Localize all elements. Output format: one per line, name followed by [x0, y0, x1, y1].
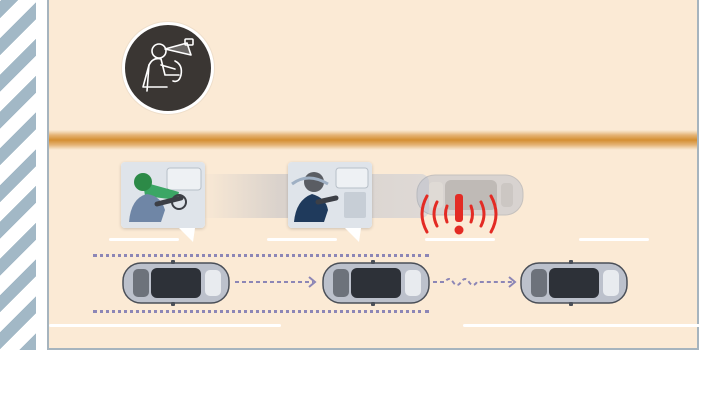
trajectory-arrow-2 — [433, 276, 517, 288]
lane-marking — [109, 238, 179, 241]
ghost-car — [416, 174, 524, 216]
lane-marking — [579, 238, 649, 241]
hazard-stripe-band — [0, 0, 36, 350]
path-boundary-upper — [93, 254, 429, 257]
lane-marking — [267, 238, 337, 241]
road-scene-panel — [47, 0, 701, 350]
exclamation-alert-icon — [420, 194, 498, 235]
lane-marking — [49, 324, 281, 327]
driver-monitor-badge — [122, 22, 214, 114]
lane-marking — [425, 238, 495, 241]
trajectory-arrow-1 — [235, 276, 317, 288]
lane-marking — [463, 324, 701, 327]
vignette-pointer — [179, 228, 195, 242]
ego-car-warning — [322, 260, 430, 306]
ego-car-driving — [122, 260, 230, 306]
path-boundary-lower — [93, 310, 429, 313]
vignette-pointer — [345, 228, 361, 242]
guardrail-barrier — [49, 130, 697, 150]
driver-monitor-icon — [142, 38, 194, 92]
attentive-driver-icon — [121, 162, 205, 228]
ego-car-stopping — [520, 260, 628, 306]
drowsy-driver-icon — [288, 162, 372, 228]
drowsy-driver-vignette — [288, 162, 372, 228]
attentive-driver-vignette — [121, 162, 205, 228]
